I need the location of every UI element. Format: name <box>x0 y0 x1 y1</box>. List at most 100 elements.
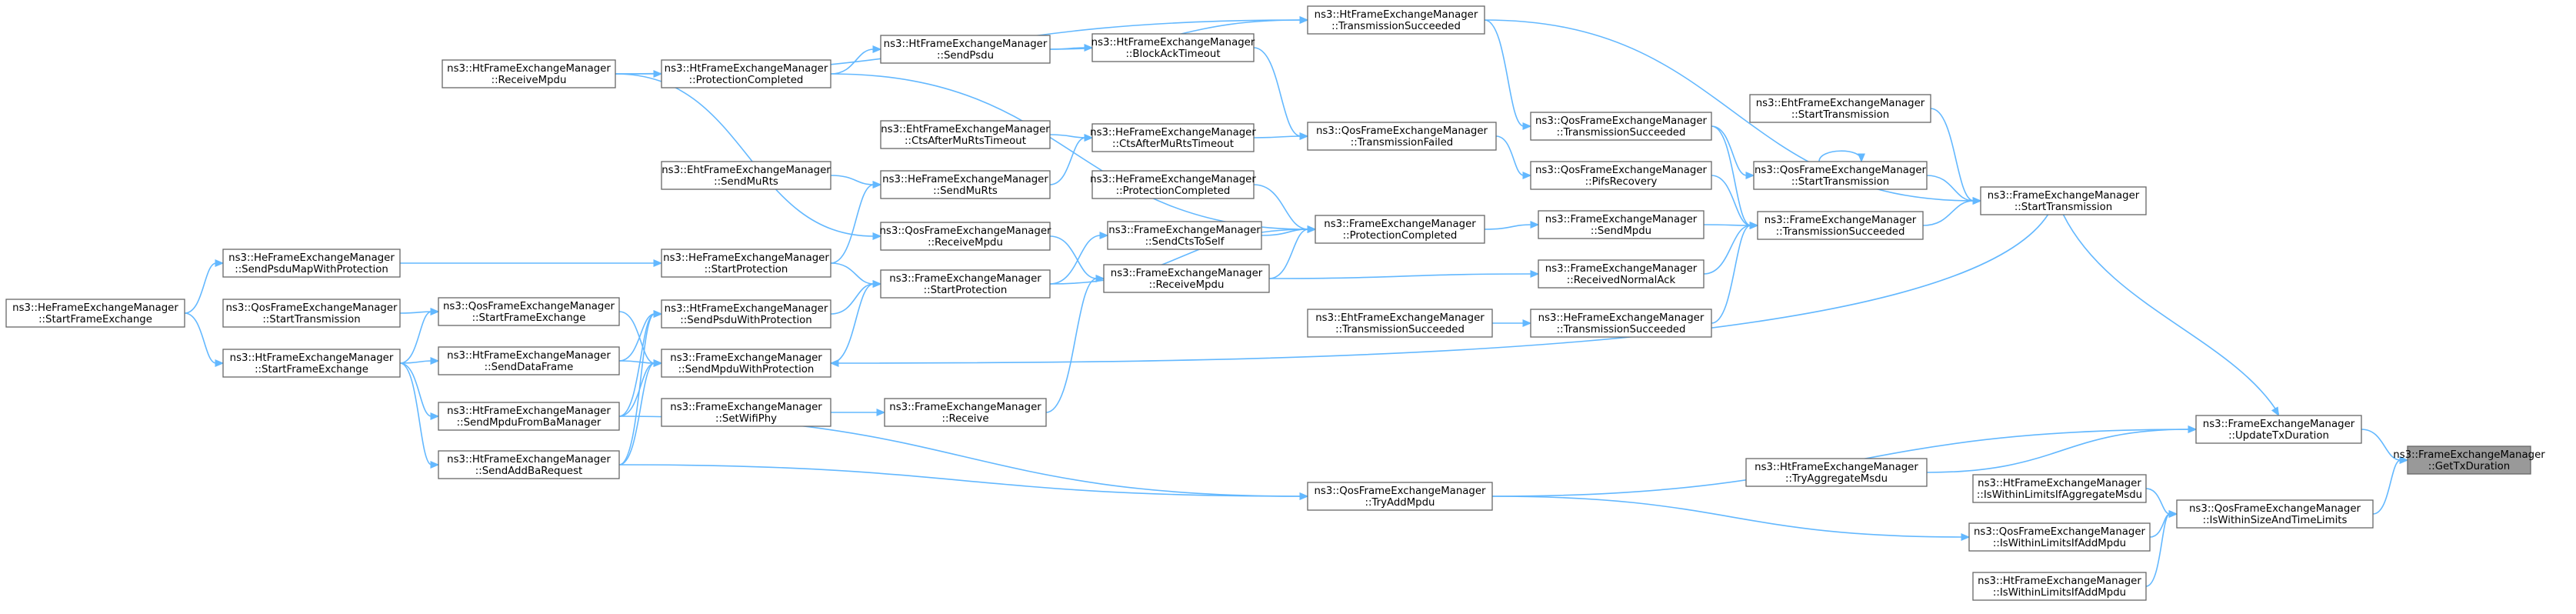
node-box <box>1307 309 1493 338</box>
node-box <box>1530 161 1712 190</box>
graph-node[interactable]: ns3::QosFrameExchangeManager::StartTrans… <box>1753 161 1928 190</box>
node-box <box>661 349 831 378</box>
edge-arrowhead <box>2168 510 2178 518</box>
graph-node[interactable]: ns3::HtFrameExchangeManager::SendPsdu <box>880 35 1051 64</box>
graph-node[interactable]: ns3::FrameExchangeManager::Receive <box>884 398 1047 427</box>
node-method-label: ::GetTxDuration <box>2428 461 2510 472</box>
node-method-label: ::TransmissionFailed <box>1351 137 1453 148</box>
node-method-label: ::ReceiveMpdu <box>1149 279 1225 291</box>
node-method-label: ::PifsRecovery <box>1585 176 1658 188</box>
graph-edge <box>1711 125 1751 226</box>
edge-arrowhead <box>1522 172 1532 179</box>
node-class-label: ns3::FrameExchangeManager <box>670 402 822 413</box>
graph-node[interactable]: ns3::HtFrameExchangeManager::Transmissio… <box>1307 5 1485 35</box>
node-class-label: ns3::FrameExchangeManager <box>2203 419 2355 430</box>
node-class-label: ns3::FrameExchangeManager <box>1545 263 1698 275</box>
node-box <box>1980 186 2147 215</box>
edge-arrowhead <box>872 45 882 53</box>
node-method-label: ::SendPsduWithProtection <box>680 315 812 326</box>
graph-node[interactable]: ns3::HtFrameExchangeManager::StartFrameE… <box>222 349 401 378</box>
graph-node[interactable]: ns3::QosFrameExchangeManager::ReceiveMpd… <box>880 222 1052 251</box>
node-box <box>222 299 401 328</box>
graph-node[interactable]: ns3::QosFrameExchangeManager::Transmissi… <box>1530 112 1712 141</box>
edge-arrowhead <box>876 409 886 416</box>
graph-node[interactable]: ns3::HtFrameExchangeManager::BlockAckTim… <box>1091 33 1255 62</box>
graph-edge <box>830 283 875 364</box>
graph-node[interactable]: ns3::HeFrameExchangeManager::StartFrameE… <box>5 299 185 328</box>
graph-node[interactable]: ns3::HtFrameExchangeManager::IsWithinLim… <box>1972 572 2147 601</box>
graph-node[interactable]: ns3::HtFrameExchangeManager::ProtectionC… <box>661 59 831 88</box>
node-method-label: ::StartFrameExchange <box>255 364 368 375</box>
graph-edge <box>1711 175 1751 226</box>
graph-node[interactable]: ns3::HeFrameExchangeManager::Transmissio… <box>1530 309 1712 338</box>
graph-node[interactable]: ns3::HeFrameExchangeManager::SendPsduMap… <box>222 249 401 278</box>
node-box <box>1315 215 1485 244</box>
node-box <box>1749 94 1931 123</box>
node-box <box>880 35 1051 64</box>
graph-node[interactable]: ns3::FrameExchangeManager::StartProtecti… <box>880 269 1051 299</box>
graph-node[interactable]: ns3::HtFrameExchangeManager::ReceiveMpdu <box>442 59 616 88</box>
graph-edge <box>399 360 432 364</box>
node-box <box>1091 123 1255 152</box>
graph-node[interactable]: ns3::FrameExchangeManager::SendMpdu <box>1538 210 1705 239</box>
graph-node[interactable]: ns3::HtFrameExchangeManager::IsWithinLim… <box>1972 474 2147 503</box>
graph-node[interactable]: ns3::QosFrameExchangeManager::TryAddMpdu <box>1307 482 1493 511</box>
graph-node[interactable]: ns3::EhtFrameExchangeManager::StartTrans… <box>1749 94 1931 123</box>
graph-node[interactable]: ns3::HeFrameExchangeManager::ProtectionC… <box>1090 170 1256 199</box>
node-method-label: ::SendDataFrame <box>485 362 574 373</box>
graph-edge <box>1930 108 1974 202</box>
graph-node[interactable]: ns3::FrameExchangeManager::ReceiveMpdu <box>1103 264 1270 293</box>
graph-node[interactable]: ns3::FrameExchangeManager::StartTransmis… <box>1980 186 2147 215</box>
edge-arrowhead <box>2399 456 2409 464</box>
graph-node[interactable]: ns3::FrameExchangeManager::GetTxDuration <box>2393 445 2545 475</box>
graph-node[interactable]: ns3::HtFrameExchangeManager::SendDataFra… <box>438 346 620 375</box>
graph-node[interactable]: ns3::HeFrameExchangeManager::StartProtec… <box>661 249 831 278</box>
graph-node[interactable]: ns3::FrameExchangeManager::ProtectionCom… <box>1315 215 1485 244</box>
graph-node[interactable]: ns3::HeFrameExchangeManager::SendMuRts <box>880 170 1051 199</box>
graph-node[interactable]: ns3::HtFrameExchangeManager::SendPsduWit… <box>661 299 831 329</box>
graph-node[interactable]: ns3::QosFrameExchangeManager::IsWithinSi… <box>2176 499 2374 529</box>
graph-node[interactable]: ns3::FrameExchangeManager::ReceivedNorma… <box>1538 259 1705 289</box>
edge-arrowhead <box>1084 134 1094 142</box>
node-method-label: ::BlockAckTimeout <box>1125 48 1220 60</box>
graph-node[interactable]: ns3::FrameExchangeManager::SendCtsToSelf <box>1107 221 1262 250</box>
node-box <box>1307 122 1497 151</box>
graph-edge <box>1268 229 1309 279</box>
node-box <box>661 59 831 88</box>
node-box <box>1538 210 1705 239</box>
graph-node[interactable]: ns3::QosFrameExchangeManager::PifsRecove… <box>1530 161 1712 190</box>
node-class-label: ns3::HtFrameExchangeManager <box>1978 576 2141 587</box>
graph-node[interactable]: ns3::HtFrameExchangeManager::SendMpduFro… <box>438 402 620 431</box>
graph-node[interactable]: ns3::QosFrameExchangeManager::StartTrans… <box>222 299 401 328</box>
edge-arrowhead <box>215 359 225 367</box>
graph-node[interactable]: ns3::EhtFrameExchangeManager::SendMuRts <box>661 161 831 190</box>
node-box <box>442 59 616 88</box>
edge-arrowhead <box>653 310 663 318</box>
graph-edge <box>399 362 432 466</box>
graph-node[interactable]: ns3::HtFrameExchangeManager::SendAddBaRe… <box>438 450 620 479</box>
graph-edge <box>1491 496 1963 538</box>
edge-arrowhead <box>1522 122 1532 130</box>
graph-node[interactable]: ns3::FrameExchangeManager::TransmissionS… <box>1757 211 1924 240</box>
graph-node[interactable]: ns3::QosFrameExchangeManager::StartFrame… <box>438 297 620 326</box>
node-method-label: ::StartProtection <box>705 264 788 275</box>
graph-node[interactable]: ns3::FrameExchangeManager::UpdateTxDurat… <box>2195 415 2362 444</box>
node-box <box>1538 259 1705 289</box>
node-method-label: ::StartFrameExchange <box>38 314 152 325</box>
node-box <box>1745 458 1928 487</box>
node-method-label: ::StartTransmission <box>2014 202 2112 213</box>
graph-node[interactable]: ns3::FrameExchangeManager::SetWifiPhy <box>661 398 831 427</box>
graph-node[interactable]: ns3::QosFrameExchangeManager::IsWithinLi… <box>1968 522 2151 552</box>
graph-node[interactable]: ns3::QosFrameExchangeManager::Transmissi… <box>1307 122 1497 151</box>
graph-node[interactable]: ns3::EhtFrameExchangeManager::CtsAfterMu… <box>880 120 1051 149</box>
graph-node[interactable]: ns3::EhtFrameExchangeManager::Transmissi… <box>1307 309 1493 338</box>
node-class-label: ns3::EhtFrameExchangeManager <box>1756 98 1925 109</box>
node-method-label: ::ReceivedNormalAck <box>1567 275 1676 286</box>
graph-edge <box>1484 19 1525 127</box>
edge-arrowhead <box>1749 222 1759 229</box>
node-box <box>1103 264 1270 293</box>
graph-node[interactable]: ns3::HeFrameExchangeManager::CtsAfterMuR… <box>1090 123 1256 152</box>
graph-node[interactable]: ns3::FrameExchangeManager::SendMpduWithP… <box>661 349 831 378</box>
graph-node[interactable]: ns3::HtFrameExchangeManager::TryAggregat… <box>1745 458 1928 487</box>
node-class-label: ns3::HtFrameExchangeManager <box>665 63 828 75</box>
